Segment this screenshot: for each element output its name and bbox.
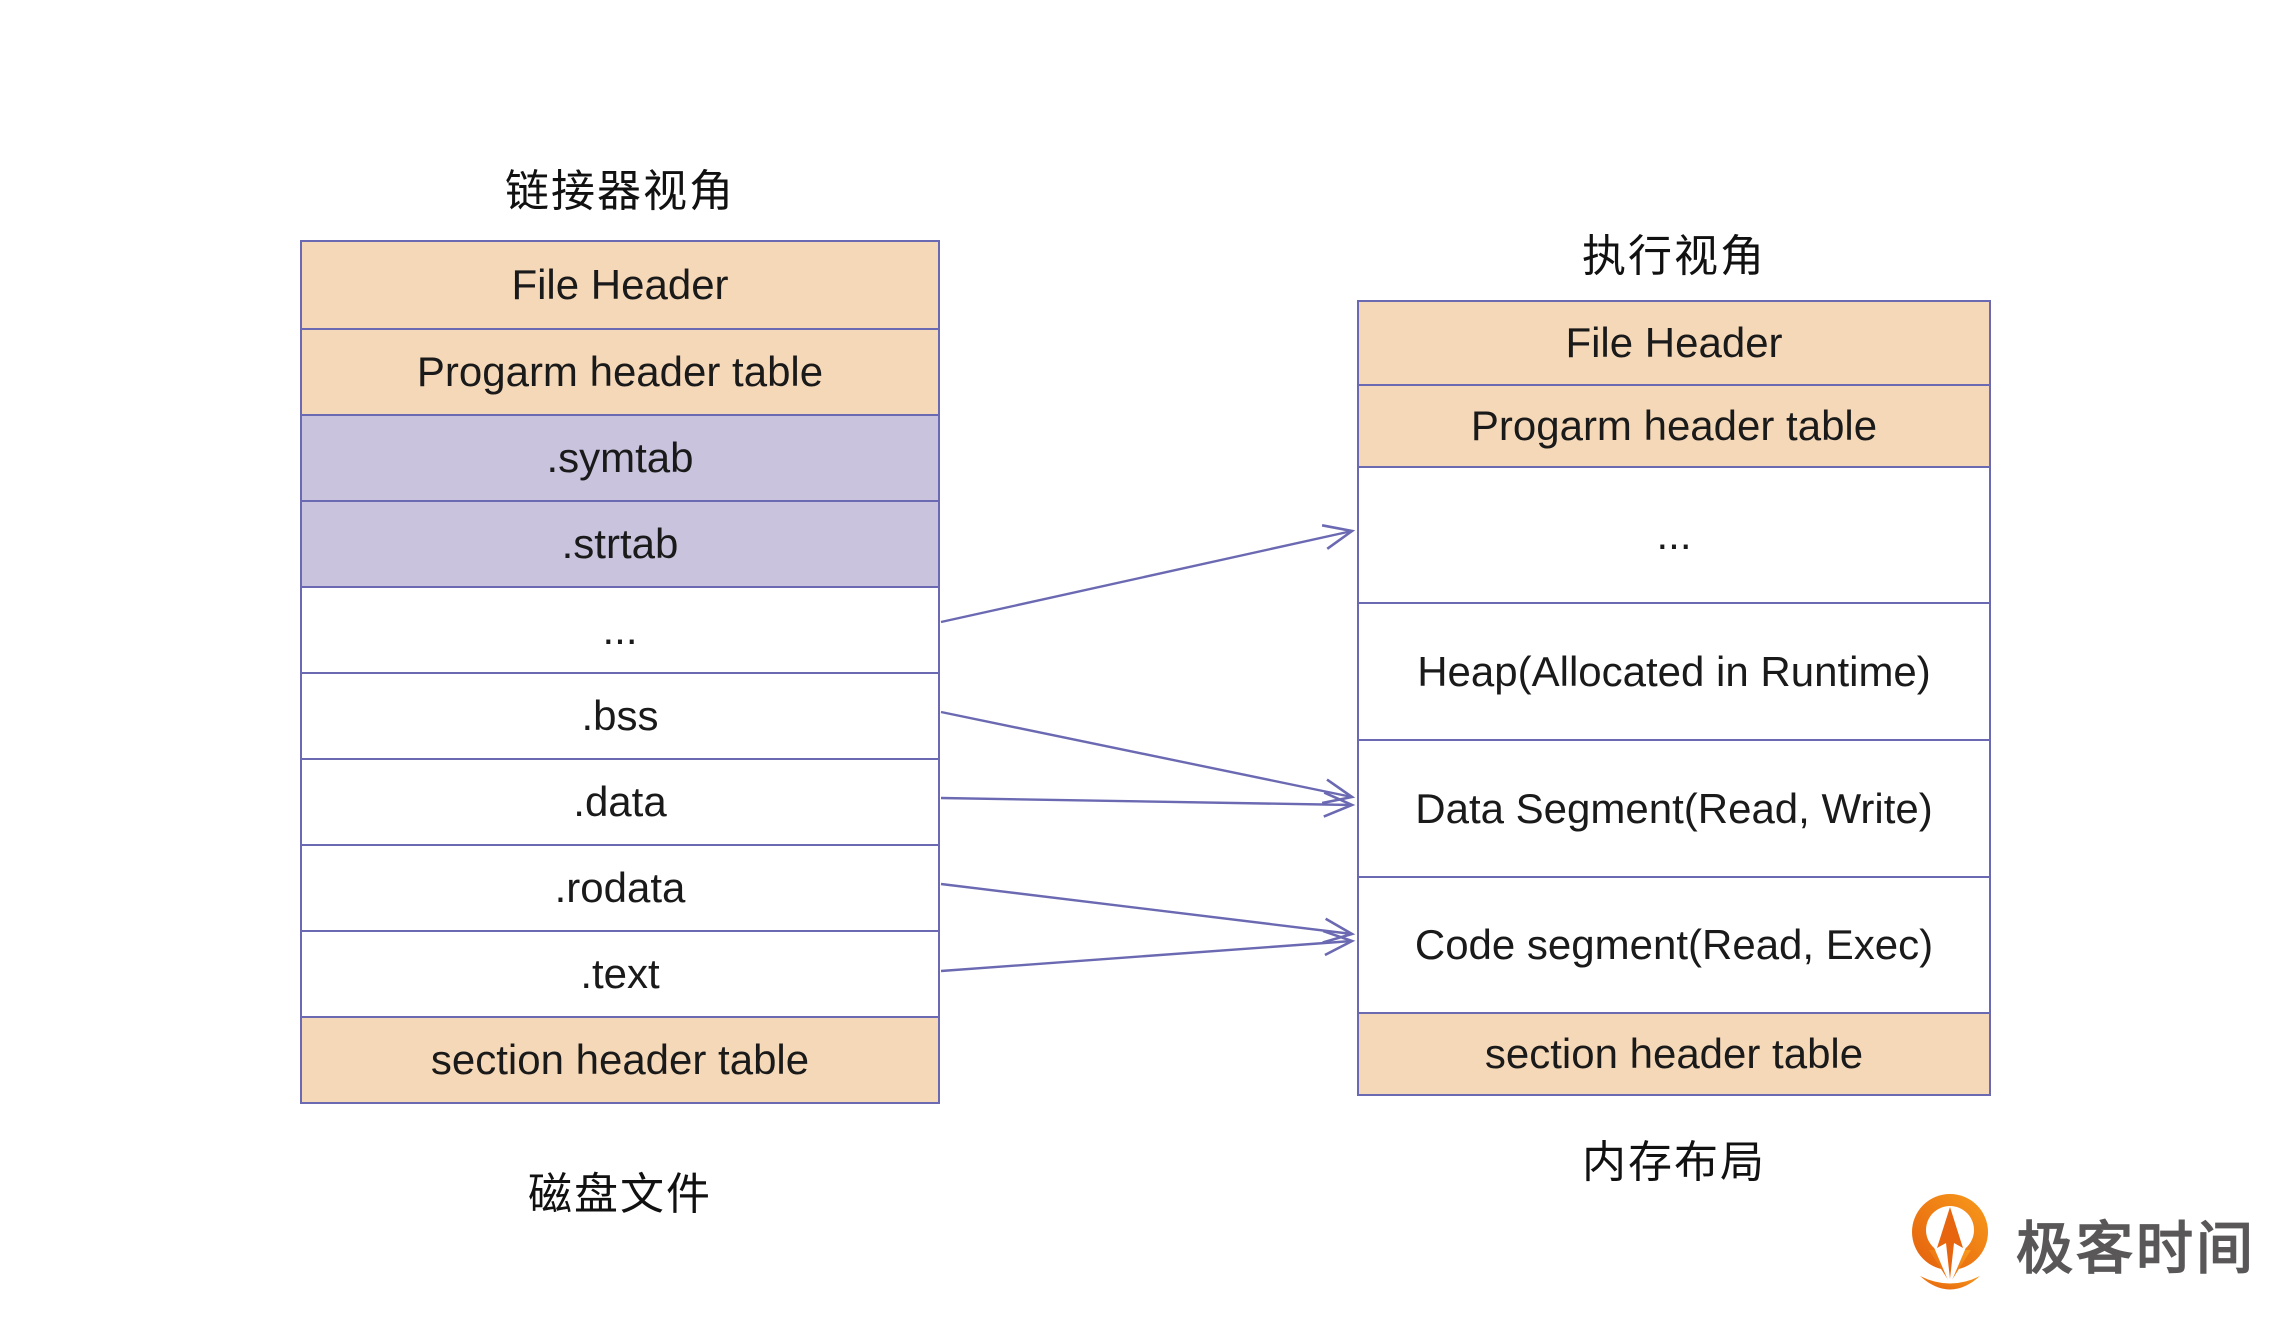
row-label: ... (602, 606, 638, 653)
right-column-title: 执行视角 (1582, 232, 1766, 281)
arrow-ellipsis-to-ellipsis (940, 524, 1356, 624)
memory-layout-caption: 内存布局 (1582, 1138, 1766, 1187)
disk-file-caption: 磁盘文件 (528, 1170, 712, 1219)
row-ellipsis-left: ... (302, 586, 938, 672)
arrow-bss-to-data-segment (940, 710, 1356, 805)
row-rodata: .rodata (302, 844, 938, 930)
row-label: File Header (1565, 319, 1783, 366)
row-label: .symtab (546, 434, 694, 481)
row-label: Progarm header table (416, 348, 824, 395)
row-strtab: .strtab (302, 500, 938, 586)
row-label: Data Segment(Read, Write) (1415, 784, 1933, 832)
row-data-segment: Data Segment(Read, Write) (1359, 739, 1989, 876)
row-file-header: File Header (302, 242, 938, 328)
arrow-rodata-to-code-segment (940, 882, 1356, 944)
row-program-header-table-mem: Progarm header table (1359, 384, 1989, 466)
memory-layout-column: File Header Progarm header table ... Hea… (1357, 300, 1991, 1096)
geektime-pin-icon (1912, 1194, 1988, 1290)
row-label: .strtab (561, 520, 679, 567)
row-section-header-table-right: section header table (1359, 1012, 1989, 1094)
row-symtab: .symtab (302, 414, 938, 500)
row-label: .rodata (554, 864, 686, 911)
row-label: File Header (511, 261, 729, 308)
row-program-header-table: Progarm header table (302, 328, 938, 414)
row-label: .text (580, 950, 660, 997)
row-ellipsis-right: ... (1359, 466, 1989, 602)
geektime-logo-text: 极客时间 (2016, 1217, 2256, 1281)
row-label: section header table (1484, 1030, 1864, 1077)
row-section-header-table-left: section header table (302, 1016, 938, 1102)
row-label: ... (1656, 511, 1692, 558)
arrow-data-to-data-segment (940, 791, 1356, 818)
row-heap: Heap(Allocated in Runtime) (1359, 602, 1989, 739)
row-label: .data (573, 778, 667, 825)
row-data: .data (302, 758, 938, 844)
row-bss: .bss (302, 672, 938, 758)
row-label: Progarm header table (1470, 402, 1878, 449)
row-label: .bss (581, 692, 659, 739)
row-text: .text (302, 930, 938, 1016)
geektime-logo: 极客时间 (1898, 1188, 2256, 1300)
row-label: Heap(Allocated in Runtime) (1417, 647, 1931, 695)
row-code-segment: Code segment(Read, Exec) (1359, 876, 1989, 1012)
left-column-title: 链接器视角 (505, 167, 735, 216)
arrow-text-to-code-segment (940, 929, 1356, 973)
row-label: Code segment(Read, Exec) (1414, 921, 1934, 968)
row-file-header-mem: File Header (1359, 302, 1989, 384)
row-label: section header table (430, 1036, 810, 1083)
disk-file-column: File Header Progarm header table .symtab… (300, 240, 940, 1104)
